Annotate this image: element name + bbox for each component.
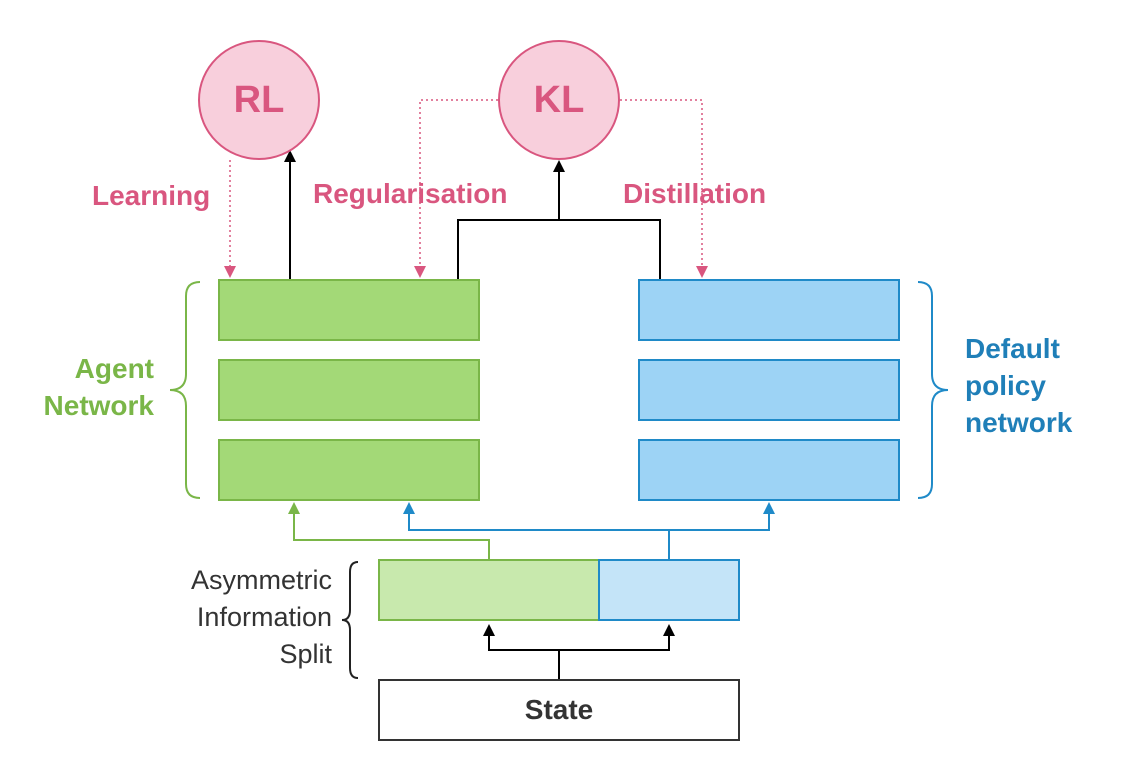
state-to-green-split-arrowhead bbox=[483, 624, 495, 636]
state-to-blue-split-arrowhead bbox=[663, 624, 675, 636]
learning-label: Learning bbox=[92, 180, 211, 211]
asymmetric-split-line-3: Split bbox=[279, 639, 332, 669]
default-layer-1 bbox=[638, 279, 900, 341]
distillation-arrowhead bbox=[696, 266, 708, 278]
agent-layer-1 bbox=[218, 279, 480, 341]
split-brace bbox=[341, 561, 359, 679]
split-agent-part bbox=[378, 559, 600, 621]
default-layer-3 bbox=[638, 439, 900, 501]
blue-split-to-agent-arrowhead bbox=[403, 502, 415, 514]
state-node: State bbox=[378, 679, 740, 741]
default-policy-line-3: network bbox=[965, 407, 1073, 438]
default-policy-line-1: Default bbox=[965, 333, 1060, 364]
state-to-split-lines bbox=[488, 634, 670, 680]
green-split-to-agent-arrowhead bbox=[288, 502, 300, 514]
agent-network-brace bbox=[169, 281, 201, 499]
default-layer-2 bbox=[638, 359, 900, 421]
blue-split-to-networks-line bbox=[408, 512, 770, 560]
regularisation-arrow bbox=[419, 99, 498, 268]
kl-node: KL bbox=[498, 40, 620, 160]
blue-split-to-default-arrowhead bbox=[763, 502, 775, 514]
agent-network-label: Agent Network bbox=[20, 350, 154, 424]
asymmetric-split-label: Asymmetric Information Split bbox=[150, 562, 332, 673]
agent-network-line-2: Network bbox=[43, 390, 154, 421]
regularisation-label: Regularisation bbox=[313, 178, 508, 209]
default-policy-line-2: policy bbox=[965, 370, 1046, 401]
networks-to-kl-line bbox=[457, 172, 661, 280]
distillation-label: Distillation bbox=[623, 178, 767, 209]
agent-layer-2 bbox=[218, 359, 480, 421]
asymmetric-split-line-1: Asymmetric bbox=[191, 565, 332, 595]
rl-node: RL bbox=[198, 40, 320, 160]
split-default-part bbox=[598, 559, 740, 621]
agent-to-rl-arrowhead bbox=[284, 150, 296, 162]
asymmetric-split-line-2: Information bbox=[196, 602, 332, 632]
state-label: State bbox=[524, 694, 594, 725]
default-network-brace bbox=[917, 281, 949, 499]
kl-label: KL bbox=[533, 78, 585, 121]
learning-arrowhead bbox=[224, 266, 236, 278]
agent-layer-3 bbox=[218, 439, 480, 501]
regularisation-arrowhead bbox=[414, 266, 426, 278]
green-split-to-agent-line bbox=[293, 512, 490, 560]
distillation-arrow bbox=[620, 99, 703, 268]
rl-label: RL bbox=[233, 78, 285, 121]
default-policy-network-label: Default policy network bbox=[965, 330, 1125, 441]
agent-network-line-1: Agent bbox=[74, 353, 154, 384]
networks-to-kl-arrowhead bbox=[553, 160, 565, 172]
